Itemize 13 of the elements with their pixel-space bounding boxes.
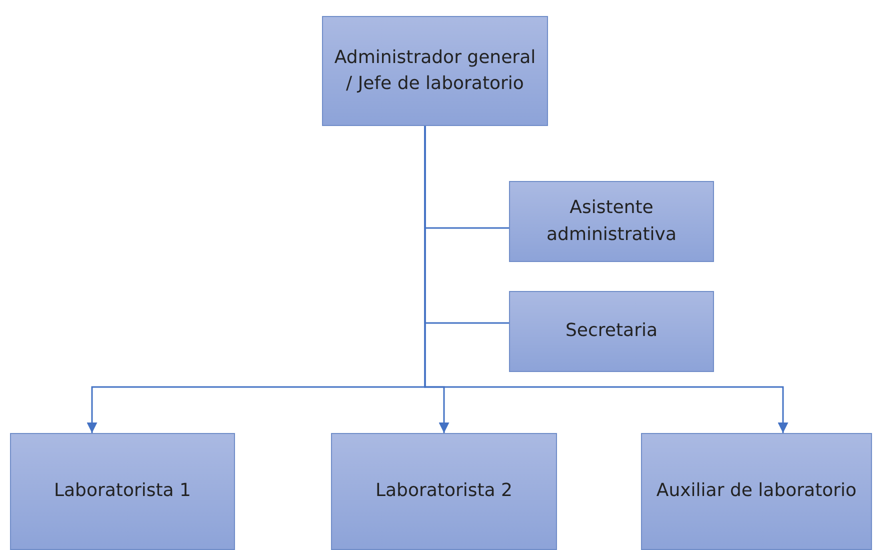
role-title: Administrador general / Jefe de laboratorio <box>333 46 537 96</box>
role-title: Secretaria <box>566 319 658 344</box>
role-title: Laboratorista 2 <box>375 479 513 504</box>
role-box <box>509 291 714 372</box>
role-box <box>331 433 557 550</box>
role-title: Auxiliar de laboratorio <box>656 479 857 504</box>
role-box <box>509 181 714 262</box>
arrow <box>424 126 788 433</box>
role-box <box>322 16 548 126</box>
role-title: Asistente administrativa <box>545 196 678 246</box>
role-box <box>641 433 872 550</box>
role-title: Laboratorista 1 <box>54 479 192 504</box>
role-box <box>10 433 235 550</box>
